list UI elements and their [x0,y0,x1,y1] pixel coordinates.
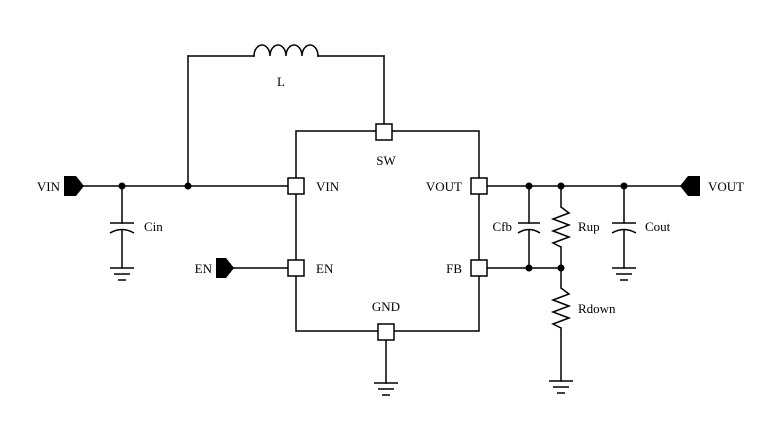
cin-ground-icon [110,267,134,281]
pin-gnd [377,323,395,341]
label-cin: Cin [144,219,163,234]
label-port-vout: VOUT [708,179,744,194]
inductor-coil [253,44,319,57]
pin-sw [375,123,393,141]
label-ic-vout: VOUT [426,179,462,194]
label-cfb: Cfb [493,219,513,234]
label-cout: Cout [645,219,671,234]
pin-vout [470,177,488,195]
pin-en [287,259,305,277]
label-ic-fb: FB [446,261,462,276]
junction-dot-cfb-top [525,182,533,190]
label-ic-sw: SW [376,153,396,168]
label-ic-en: EN [316,261,334,276]
rdown-resistor [550,287,572,329]
cout-ground-icon [612,267,636,281]
port-en-icon [216,258,234,278]
port-vout-icon [680,176,700,196]
label-port-vin: VIN [37,179,61,194]
label-port-en: EN [195,261,213,276]
rdown-ground-icon [549,380,573,394]
port-vin-icon [64,176,84,196]
junction-dot-rup-top [557,182,565,190]
label-inductor: L [277,74,285,89]
ic-ground-icon [374,382,398,396]
junction-dot-inductor [184,182,192,190]
junction-dot-cfb-bottom [525,264,533,272]
label-ic-vin: VIN [316,179,340,194]
label-rdown: Rdown [578,301,616,316]
label-rup: Rup [578,219,600,234]
label-ic-gnd: GND [372,299,400,314]
junction-dot-fb [557,264,565,272]
pin-vin [287,177,305,195]
junction-dot-cin [118,182,126,190]
pin-fb [470,259,488,277]
rup-resistor [550,206,572,248]
junction-dot-cout [620,182,628,190]
